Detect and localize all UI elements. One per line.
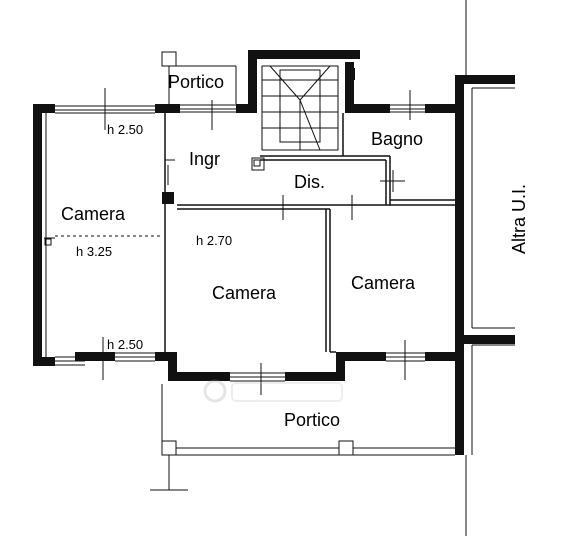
label-dis: Dis.	[294, 172, 325, 192]
pillar-bottom-left	[161, 440, 177, 456]
pillar-top-portico	[161, 51, 177, 67]
height-bottom-left: h 2.50	[107, 337, 143, 352]
dimension-ticks	[44, 88, 411, 395]
label-altra-ui: Altra U.I.	[509, 184, 529, 254]
watermark-logo	[203, 379, 343, 403]
label-camera-left: Camera	[61, 204, 126, 224]
label-portico-top: Portico	[168, 72, 224, 92]
label-ingr: Ingr	[189, 149, 220, 169]
height-center: h 2.70	[196, 233, 232, 248]
height-top-left: h 2.50	[107, 122, 143, 137]
label-portico-bottom: Portico	[284, 410, 340, 430]
outer-walls	[33, 50, 515, 455]
pillar-bottom-right	[338, 440, 354, 456]
label-camera-center: Camera	[212, 283, 277, 303]
height-left-mid: h 3.25	[76, 244, 112, 259]
label-camera-right: Camera	[351, 273, 416, 293]
staircase	[251, 65, 355, 171]
label-bagno: Bagno	[371, 129, 423, 149]
